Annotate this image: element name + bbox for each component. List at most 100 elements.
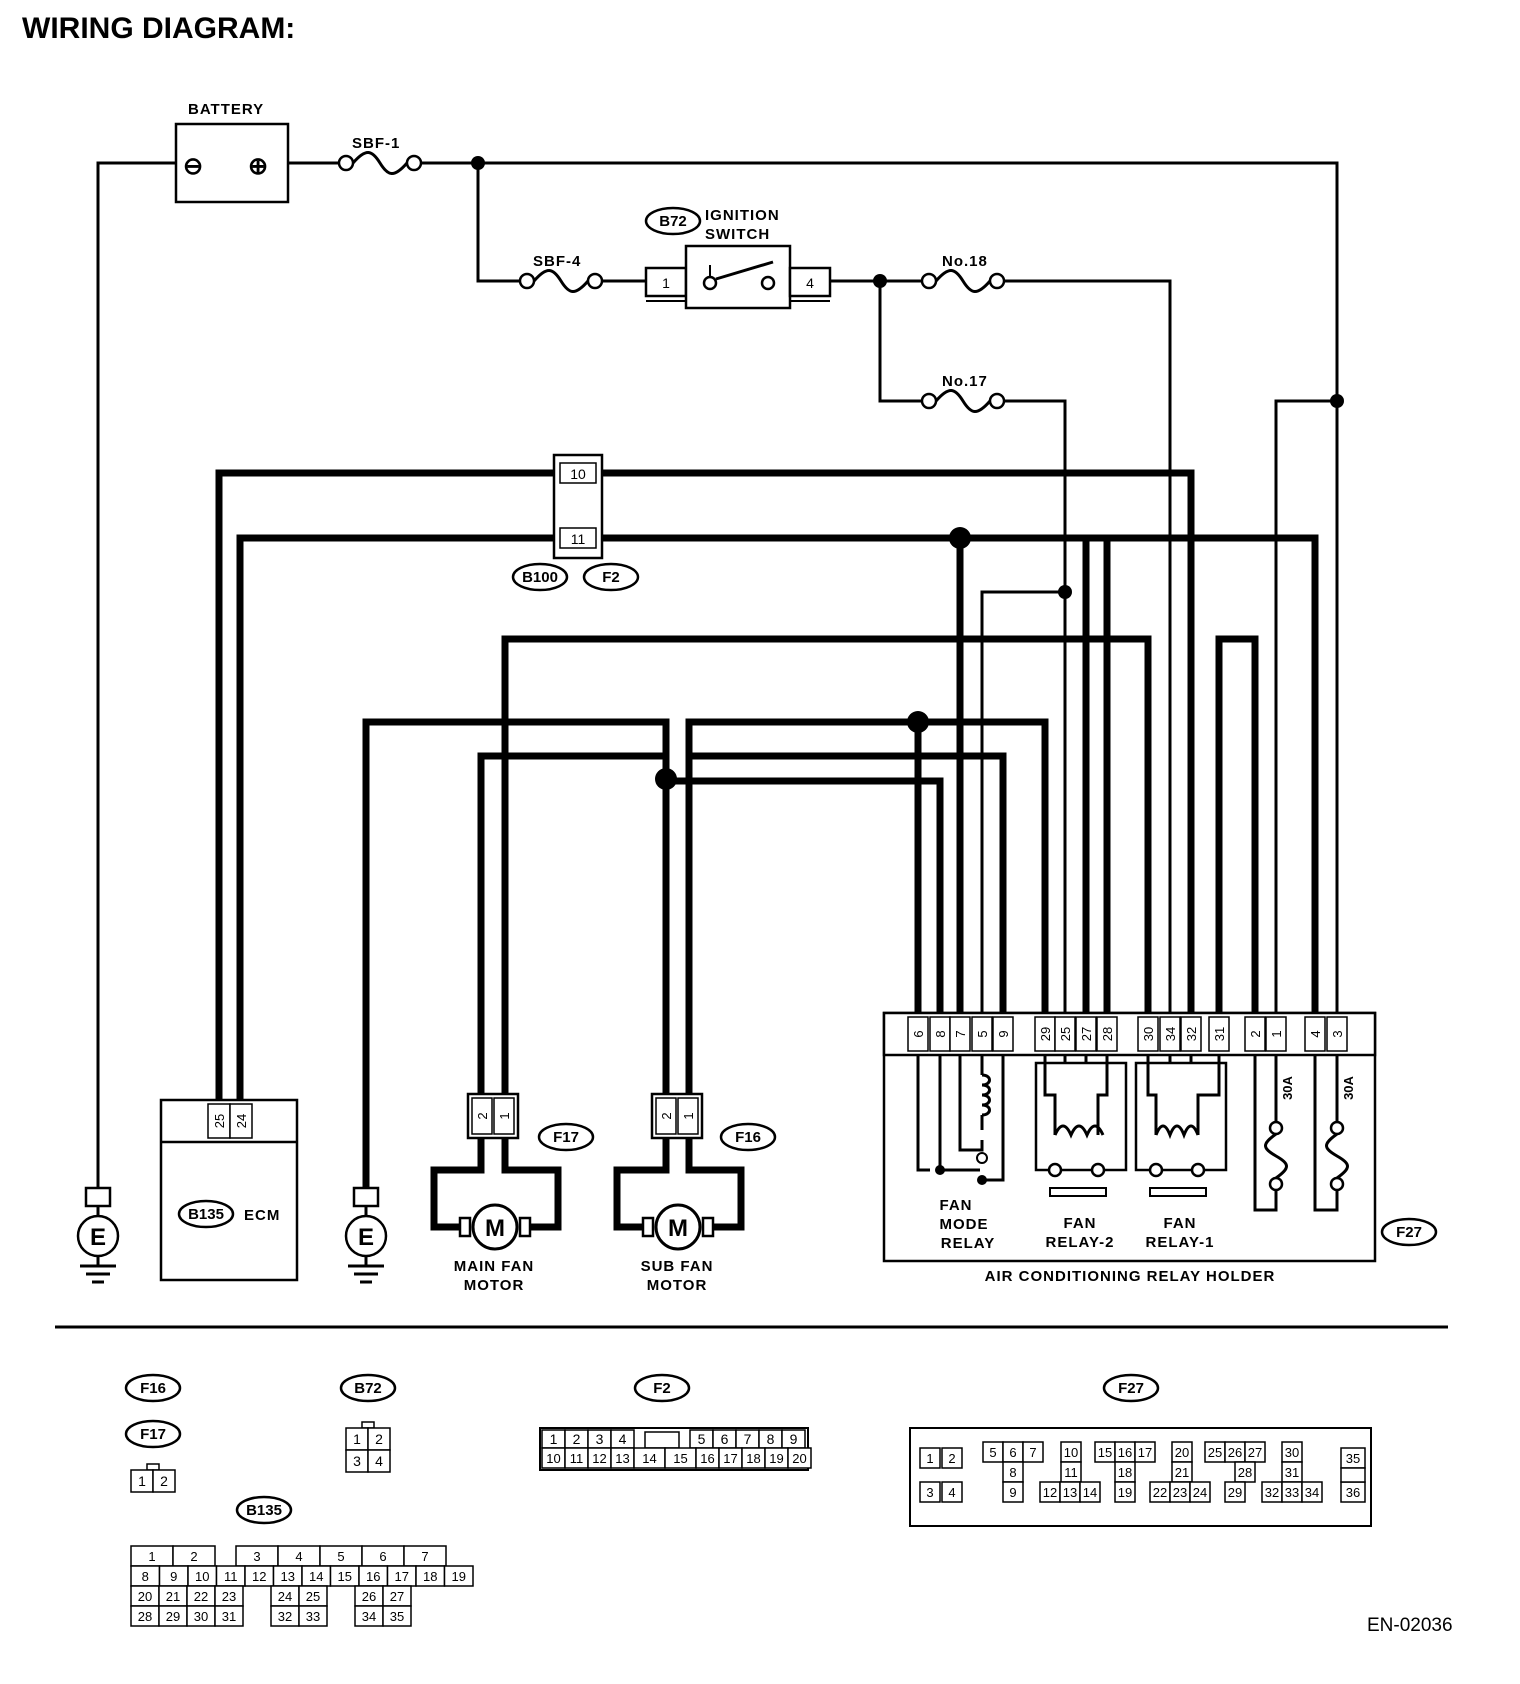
conn-f27-pin: 36 (1346, 1485, 1360, 1500)
fuse-sbf1: SBF-1 (337, 135, 423, 175)
battery: BATTERY ⊖ ⊕ (174, 101, 290, 204)
conn-b135-pin: 1 (148, 1549, 155, 1564)
ignition-pin-out: 4 (806, 275, 814, 291)
ground-left: E (76, 1186, 120, 1284)
fuse-30a-1-label: 30A (1280, 1075, 1295, 1099)
relay-holder-pin-28: 28 (1100, 1027, 1115, 1041)
main-fan-motor: 2 1 F17 M MAIN FAN MOTOR (430, 1092, 595, 1294)
conn-f27-pin: 5 (989, 1445, 996, 1460)
sub-fan-pin-1: 1 (681, 1112, 696, 1119)
ecm: 25 24 B135 ECM (159, 1098, 299, 1282)
joint-connector: 10 11 B100 F2 (511, 453, 640, 592)
conn-f2-pin: 17 (723, 1451, 737, 1466)
battery-positive-terminal: ⊕ (248, 153, 268, 180)
conn-b135-pin: 13 (281, 1569, 295, 1584)
conn-f17-badge: F17 (140, 1426, 166, 1443)
fan-mode-relay-label-1: FAN (940, 1197, 973, 1214)
relay-holder-pin-25: 25 (1058, 1027, 1073, 1041)
relay-holder-pin-4: 4 (1308, 1030, 1323, 1037)
conn-f16-f17-pin: 1 (138, 1473, 146, 1489)
ignition-pin-in: 1 (662, 275, 670, 291)
fan-relay1-label-1: FAN (1164, 1215, 1197, 1232)
conn-f2-pin: 16 (700, 1451, 714, 1466)
ecm-pin-24: 24 (234, 1114, 249, 1128)
sub-fan-pin-2: 2 (659, 1112, 674, 1119)
conn-f27-pin: 2 (948, 1451, 955, 1466)
conn-b135-pin: 16 (366, 1569, 380, 1584)
conn-f27-pin: 32 (1265, 1485, 1279, 1500)
ground-right-symbol: E (358, 1224, 374, 1251)
conn-b135-pin: 7 (421, 1549, 428, 1564)
relay-holder-pin-1: 1 (1269, 1030, 1284, 1037)
conn-f2-pin: 9 (790, 1431, 798, 1447)
ignition-switch: B72 IGNITION SWITCH 1 4 (644, 206, 832, 310)
sub-fan-label-1: SUB FAN (641, 1258, 714, 1275)
conn-f27-pin: 20 (1175, 1445, 1189, 1460)
conn-f2-pin: 1 (550, 1431, 558, 1447)
conn-f2-pin: 18 (746, 1451, 760, 1466)
conn-b135-pin: 31 (222, 1609, 236, 1624)
conn-f2-pin: 3 (596, 1431, 604, 1447)
conn-b135-pin: 25 (306, 1589, 320, 1604)
relay-holder-pin-34: 34 (1163, 1027, 1178, 1041)
conn-f27-pin: 12 (1043, 1485, 1057, 1500)
conn-b135-pin: 20 (138, 1589, 152, 1604)
conn-b72-pin: 4 (375, 1453, 383, 1469)
conn-f2-pin: 20 (792, 1451, 806, 1466)
conn-f2-pin: 5 (698, 1431, 706, 1447)
conn-b135-pin: 21 (166, 1589, 180, 1604)
relay-holder-pin-31: 31 (1212, 1027, 1227, 1041)
relay-holder-pin-9: 9 (996, 1030, 1011, 1037)
conn-b135-pin: 19 (452, 1569, 466, 1584)
conn-f27-pin: 35 (1346, 1451, 1360, 1466)
ecm-pin-25: 25 (212, 1114, 227, 1128)
conn-b135-pin: 2 (190, 1549, 197, 1564)
conn-f2-pin: 19 (769, 1451, 783, 1466)
relay-holder-label: AIR CONDITIONING RELAY HOLDER (985, 1268, 1276, 1285)
conn-b135-pin: 35 (390, 1609, 404, 1624)
conn-f2-pin: 8 (767, 1431, 775, 1447)
conn-b135-pin: 17 (395, 1569, 409, 1584)
conn-f2-pin: 7 (744, 1431, 752, 1447)
conn-f27-pin: 14 (1083, 1485, 1097, 1500)
document-code: EN-02036 (1367, 1615, 1453, 1636)
conn-f27-pin: 31 (1285, 1465, 1299, 1480)
conn-f27-pin: 6 (1009, 1445, 1016, 1460)
conn-b135-pin: 22 (194, 1589, 208, 1604)
conn-f2-pin: 13 (615, 1451, 629, 1466)
joint-code-b100: B100 (522, 569, 558, 586)
conn-f27-badge: F27 (1118, 1380, 1144, 1397)
sub-fan-motor: 2 1 F16 M SUB FAN MOTOR (613, 1092, 777, 1294)
relay-holder-pin-3: 3 (1330, 1030, 1345, 1037)
fan-mode-relay-label-3: RELAY (941, 1235, 995, 1252)
conn-f27-pin: 15 (1098, 1445, 1112, 1460)
conn-f27-pin: 22 (1153, 1485, 1167, 1500)
fan-mode-relay-label-2: MODE (940, 1216, 989, 1233)
relay-holder-pin-6: 6 (911, 1030, 926, 1037)
conn-b135-pin: 15 (338, 1569, 352, 1584)
relay-holder-code-badge: F27 (1396, 1224, 1422, 1241)
thin-wires (96, 161, 1339, 1188)
conn-f2-pin: 14 (642, 1451, 656, 1466)
conn-f2-pin: 12 (592, 1451, 606, 1466)
ground-right: E (344, 1186, 388, 1284)
conn-f27-pin: 17 (1138, 1445, 1152, 1460)
conn-f27-pin: 10 (1064, 1445, 1078, 1460)
conn-f2-pin: 6 (721, 1431, 729, 1447)
conn-f2-pin: 2 (573, 1431, 581, 1447)
conn-b72-badge: B72 (354, 1380, 382, 1397)
conn-f2-pin: 4 (619, 1431, 627, 1447)
relay-holder-pin-30: 30 (1141, 1027, 1156, 1041)
conn-b72-pin: 3 (353, 1453, 361, 1469)
ignition-label-2: SWITCH (705, 226, 770, 243)
thick-wires (215, 469, 1319, 1188)
conn-f27-pin: 25 (1208, 1445, 1222, 1460)
conn-f27-pin: 23 (1173, 1485, 1187, 1500)
sub-fan-motor-symbol: M (668, 1215, 688, 1242)
conn-b135-pin: 5 (337, 1549, 344, 1564)
conn-b72-pin: 1 (353, 1431, 361, 1447)
